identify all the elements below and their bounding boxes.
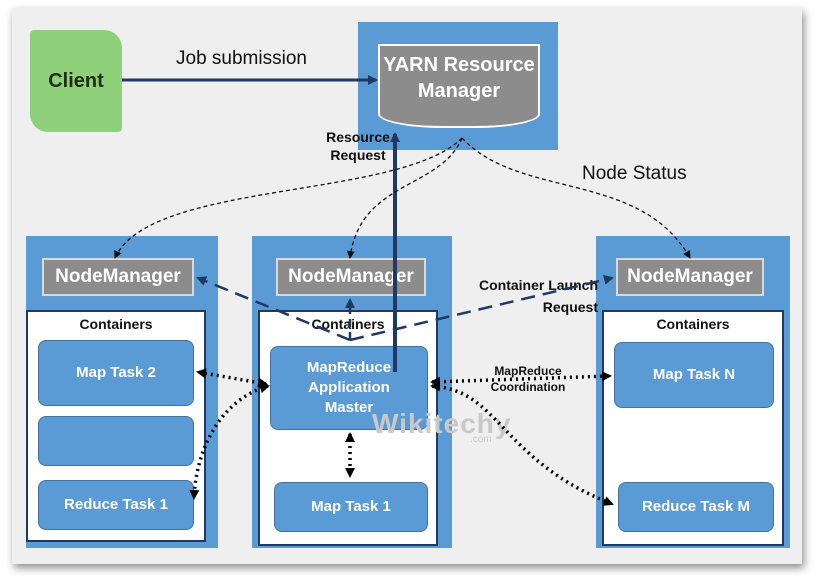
resource-request-line1: Resource (326, 129, 390, 145)
node-status-label: Node Status (582, 163, 687, 184)
resource-manager-line1: YARN Resource (383, 54, 535, 76)
resource-manager-line2: Manager (417, 80, 501, 102)
map-task-1-label: Map Task 1 (311, 498, 391, 515)
coord-arrow-reduce-task-1 (189, 383, 270, 500)
node-manager-right: NodeManager (616, 258, 764, 296)
node-manager-left: NodeManager (42, 258, 194, 296)
client-box: Client (30, 30, 122, 132)
node-manager-center: NodeManager (276, 258, 426, 296)
client-label: Client (48, 69, 104, 92)
reduce-task-m: Reduce Task M (618, 482, 774, 532)
reduce-task-1-label: Reduce Task 1 (64, 496, 168, 513)
launch-arrow-right (349, 274, 614, 342)
map-task-n-label: Map Task N (652, 366, 736, 383)
application-master-line1: MapReduce (306, 359, 392, 376)
launch-arrow-left (196, 276, 351, 342)
resource-manager-box: YARN Resource Manager (378, 44, 540, 128)
status-arrow-center (346, 137, 463, 259)
coord-arrow-reduce-task-m (430, 381, 614, 506)
containers-right-title: Containers (656, 316, 730, 332)
application-master: MapReduce Application Master (270, 346, 428, 430)
job-submission-label: Job submission (176, 48, 307, 69)
map-task-2-label: Map Task 2 (76, 364, 156, 381)
status-arrow-right (461, 137, 691, 259)
coord-arrow-map-task-n (430, 371, 612, 387)
application-master-line2: Application (308, 379, 390, 396)
container-launch-line2: Request (542, 299, 598, 315)
reduce-task-1: Reduce Task 1 (38, 480, 194, 530)
status-arrow-left (114, 137, 463, 259)
application-master-line3: Master (324, 399, 374, 416)
node-manager-left-label: NodeManager (55, 266, 181, 287)
reduce-task-m-label: Reduce Task M (641, 498, 751, 515)
map-task-2: Map Task 2 (38, 340, 194, 406)
resource-request-label: Resource Request (318, 128, 398, 164)
node-manager-center-label: NodeManager (288, 266, 414, 287)
containers-left-title: Containers (79, 316, 153, 332)
resource-request-line2: Request (330, 147, 386, 163)
node-manager-right-label: NodeManager (627, 266, 753, 287)
coord-arrow-map-task-2 (196, 368, 268, 388)
map-task-1: Map Task 1 (274, 482, 428, 532)
containers-center-title: Containers (311, 316, 385, 332)
map-task-n: Map Task N (614, 342, 774, 408)
